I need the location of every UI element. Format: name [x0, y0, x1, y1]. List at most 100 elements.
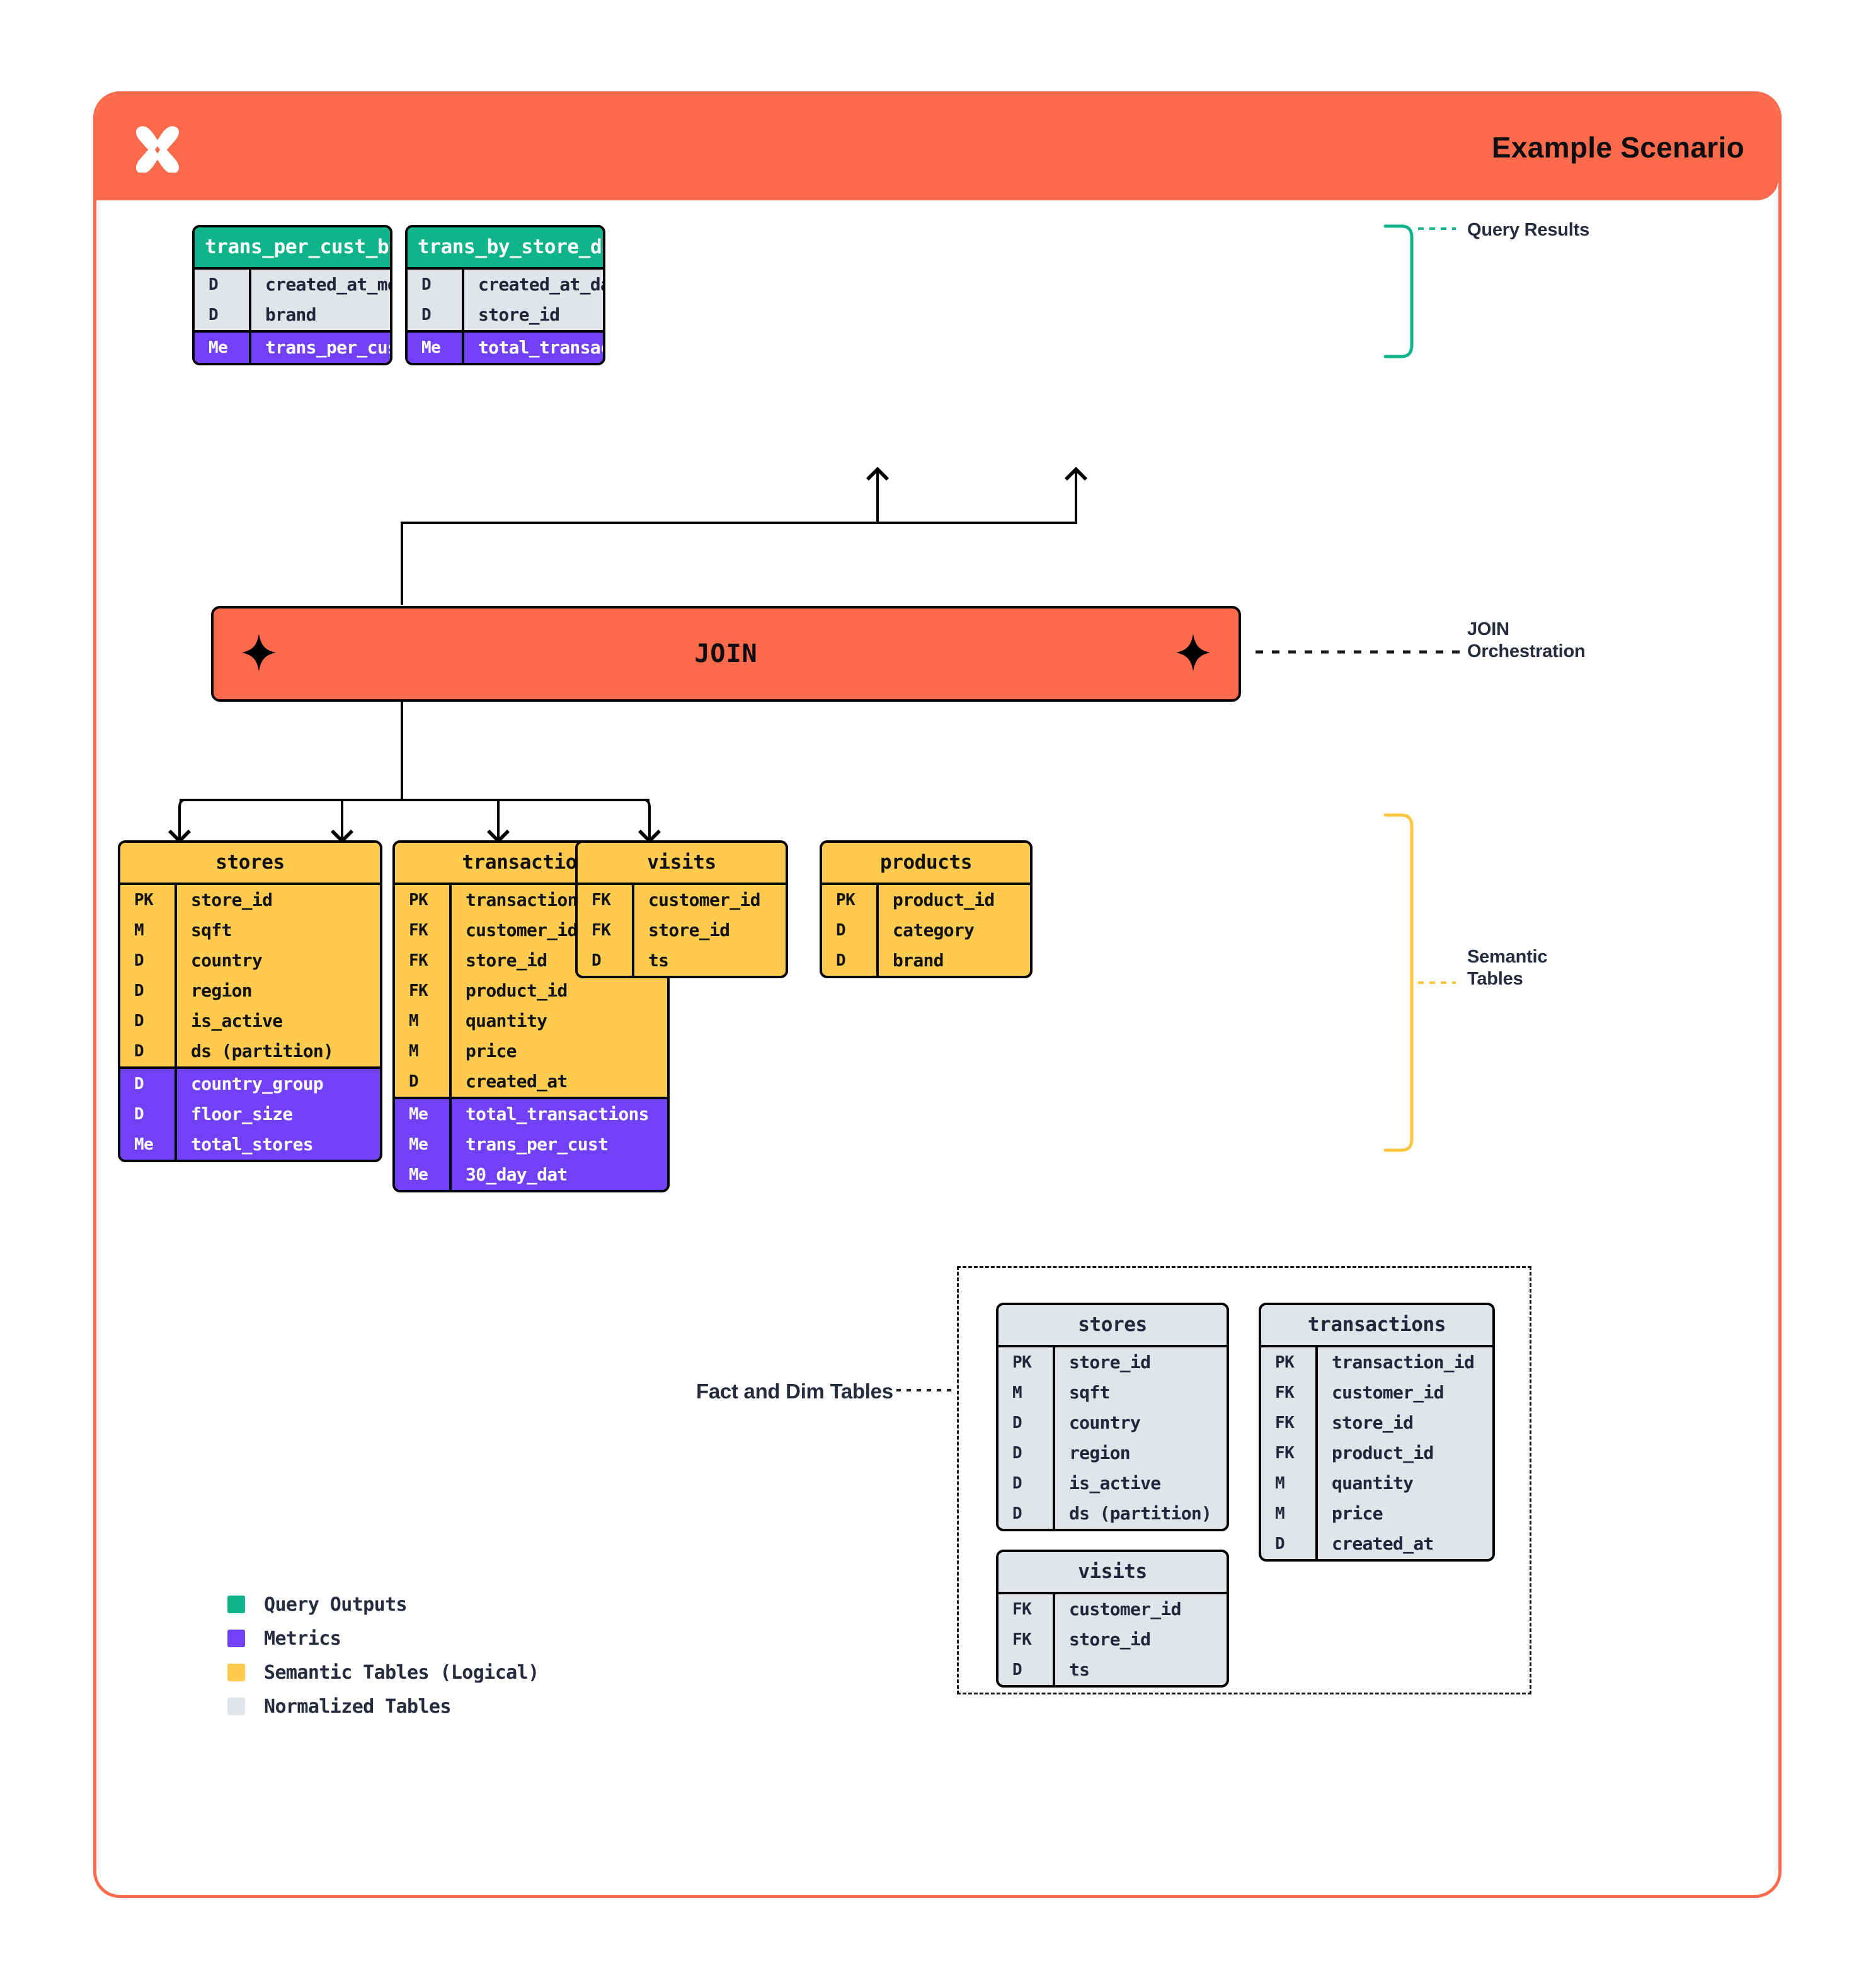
row-field: sqft [1053, 1378, 1227, 1408]
table-title: visits [998, 1552, 1227, 1592]
annotation-join-line1: JOIN [1467, 619, 1509, 639]
row-field: country_group [175, 1069, 380, 1099]
row-field: created_at [1315, 1529, 1492, 1559]
table-row: D created_at_month [195, 270, 390, 300]
query-result-table-trans-by-store-day[interactable]: trans_by_store_day D created_at_day D st… [405, 225, 605, 365]
row-key: D [1275, 1534, 1285, 1553]
row-key: FK [1275, 1444, 1295, 1463]
row-key: FK [592, 921, 611, 940]
query-results-leader-line [1418, 227, 1456, 230]
semantic-tables-leader-line [1418, 981, 1456, 984]
row-field: price [1315, 1499, 1492, 1529]
x-logo-icon [132, 121, 183, 174]
row-field: created_at_day [462, 270, 603, 300]
annotation-query-results: Query Results [1467, 220, 1590, 240]
table-title: transactions [1261, 1305, 1492, 1345]
annotation-semantic-tables: Semantic Tables [1467, 946, 1548, 991]
table-row: Me total_transactions [408, 333, 603, 363]
row-field: customer_id [632, 885, 786, 915]
join-orchestration-bar[interactable]: JOIN [211, 606, 1241, 702]
row-key: FK [409, 951, 428, 970]
metric-rows: Me trans_per_cust [195, 330, 390, 363]
row-key: D [1012, 1414, 1022, 1432]
row-key: FK [1012, 1600, 1032, 1619]
table-row: D created_at_day [408, 270, 603, 300]
semantic-tables-brace [1383, 813, 1414, 1152]
table-title: stores [120, 843, 380, 883]
row-key: D [592, 951, 602, 970]
row-field: store_id [462, 300, 603, 330]
annotation-join-line2: Orchestration [1467, 641, 1586, 662]
row-field: customer_id [449, 915, 667, 945]
row-key: Me [409, 1105, 428, 1124]
fact-dim-leader-line [896, 1389, 957, 1391]
row-key: D [836, 921, 846, 940]
legend-label: Query Outputs [264, 1593, 408, 1616]
row-field: trans_per_cust [249, 333, 390, 363]
row-key: Me [409, 1165, 428, 1184]
row-key: D [134, 951, 144, 970]
table-title: products [822, 843, 1030, 883]
row-field: is_active [175, 1006, 380, 1036]
dimension-rows: D created_at_month D brand [195, 267, 390, 330]
row-key: Me [209, 338, 228, 357]
row-key: M [409, 1012, 419, 1031]
table-row: FK customer_id [998, 1594, 1227, 1625]
row-key: FK [409, 921, 428, 940]
annotation-semantic-line1: Semantic [1467, 947, 1548, 967]
row-field: customer_id [1315, 1378, 1492, 1408]
row-field: country [175, 945, 380, 976]
join-label: JOIN [694, 639, 758, 668]
row-key: D [1012, 1660, 1022, 1679]
query-result-table-trans-per-cust-by-brand-month[interactable]: trans_per_cust_by_brand_month D created_… [192, 225, 392, 365]
row-field: product_id [1315, 1438, 1492, 1468]
table-title: trans_by_store_day [408, 227, 603, 267]
row-field: trans_per_cust [449, 1129, 667, 1160]
legend-swatch [227, 1630, 245, 1647]
card-header: Example Scenario [96, 94, 1778, 200]
row-key: PK [1275, 1353, 1295, 1372]
row-key: D [209, 275, 219, 294]
row-field: brand [876, 945, 1030, 976]
row-field: customer_id [1053, 1594, 1227, 1625]
row-field: brand [249, 300, 390, 330]
dimension-rows: D created_at_day D store_id [408, 267, 603, 330]
annotation-fact-and-dim-tables: Fact and Dim Tables [696, 1380, 893, 1403]
row-key: D [1012, 1474, 1022, 1493]
query-results-brace [1383, 224, 1414, 358]
legend-label: Metrics [264, 1627, 341, 1650]
row-key: M [409, 1042, 419, 1061]
row-field: ds (partition) [175, 1036, 380, 1066]
row-field: quantity [449, 1006, 667, 1036]
fact-dim-group-box [957, 1266, 1531, 1694]
